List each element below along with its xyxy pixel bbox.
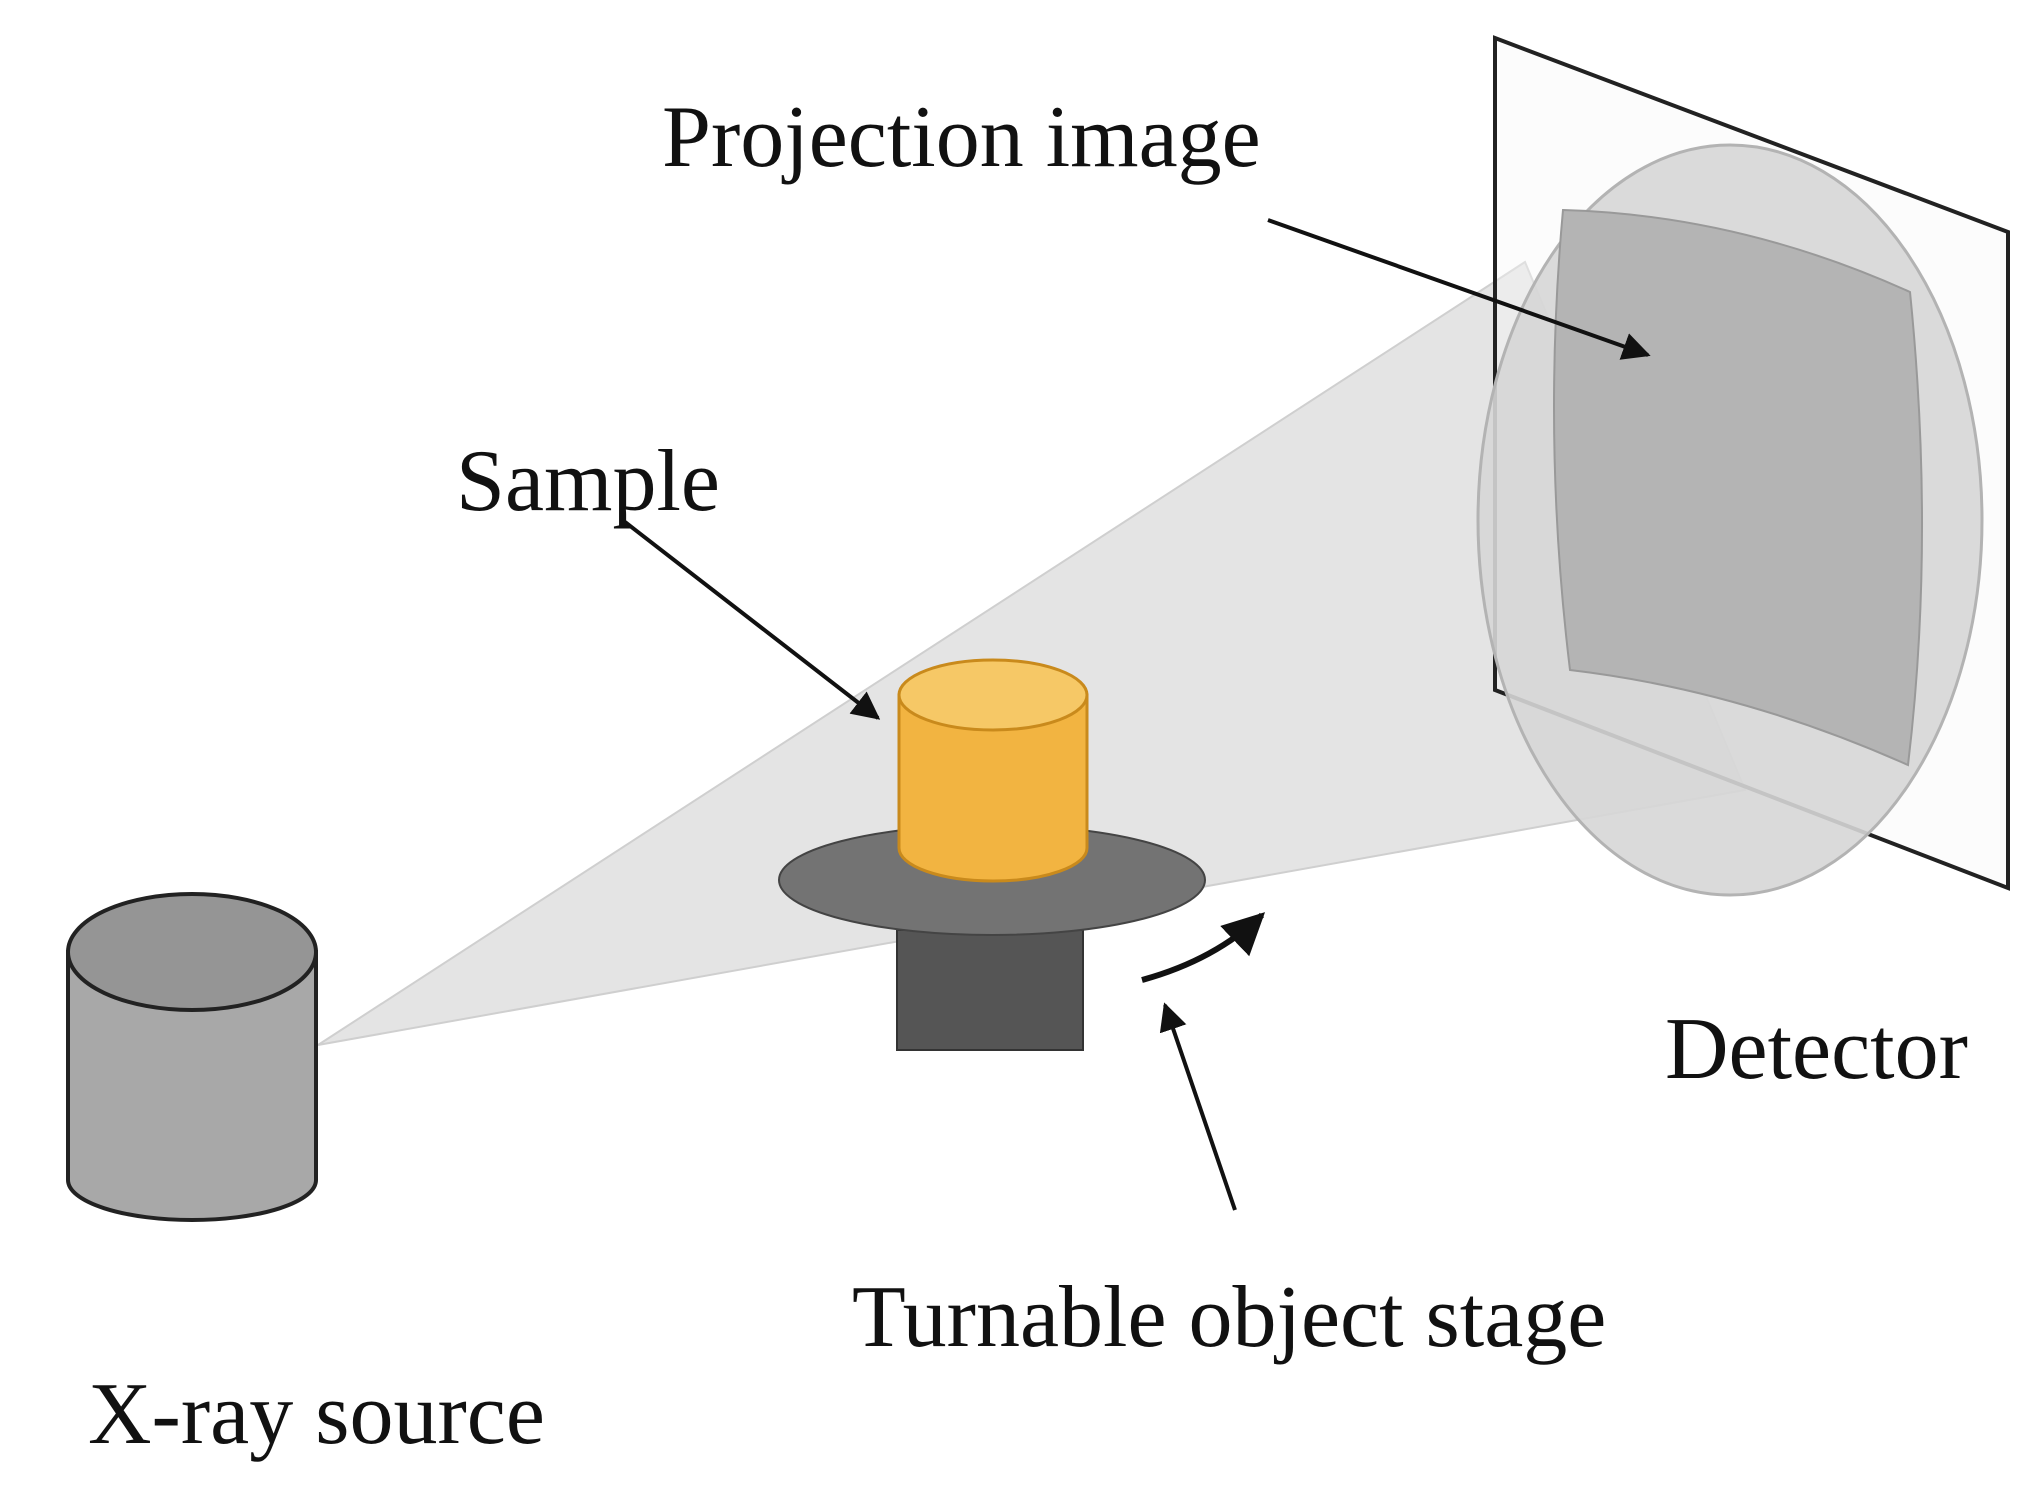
label-xray-source: X-ray source: [88, 1366, 545, 1463]
rotation-arrow: [1141, 912, 1266, 983]
sample-body: [897, 693, 1089, 883]
stage-base: [896, 929, 1084, 1051]
xray-source: [66, 892, 318, 1222]
label-turnable-stage: Turnable object stage: [852, 1269, 1606, 1366]
projection-image-arrow: [1267, 218, 1651, 360]
xray-source-top: [66, 892, 318, 1012]
detector: [1476, 35, 2010, 897]
stage-arrow: [1159, 1002, 1237, 1211]
label-projection-image: Projection image: [662, 89, 1261, 186]
xray-source-body: [66, 950, 318, 1222]
sample-top: [897, 658, 1089, 732]
label-sample: Sample: [456, 433, 720, 530]
label-detector: Detector: [1665, 1001, 1968, 1098]
sample-arrow: [623, 520, 881, 720]
sample: [897, 658, 1089, 883]
